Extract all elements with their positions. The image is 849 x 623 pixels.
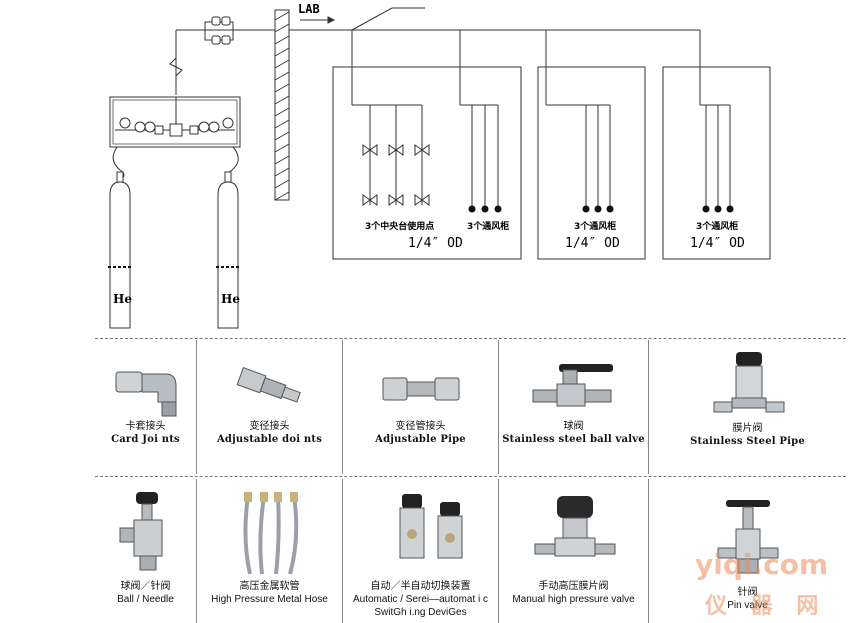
- product-card: 变径管接头 Adjustable Pipe: [343, 358, 498, 446]
- box-caption: 3个通风柜: [574, 220, 616, 232]
- product-name-en: Pin valve: [727, 600, 768, 611]
- grid-divider: [95, 476, 846, 477]
- product-name-cn: 自动／半自动切换装置: [370, 581, 471, 592]
- product-name-en: Ball / Needle: [117, 594, 174, 605]
- product-name-en: High Pressure Metal Hose: [211, 594, 328, 605]
- grid-divider: [648, 340, 649, 474]
- watermark-logo: yiqi.com: [695, 548, 829, 581]
- product-name-cn: 手动高压膜片阀: [538, 581, 609, 592]
- product-name-cn: 针阀: [737, 587, 758, 598]
- product-card: 变径接头 Adjustable doi nts: [197, 358, 342, 446]
- product-grid: 卡套接头 Card Joi nts 变径接头 Adjustable doi nt…: [95, 338, 846, 623]
- cylinder-valve-icon: [119, 492, 162, 571]
- product-card: 针阀 Pin valve: [649, 488, 846, 612]
- manifold-panel: [109, 96, 241, 148]
- watermark-sub: 仪 器 网: [705, 594, 827, 619]
- union-fitting-icon: [382, 377, 459, 401]
- lab-room-box-3: 3个通风柜 1/4″ OD: [662, 66, 771, 260]
- product-name-cn: 变径接头: [249, 421, 290, 432]
- box-caption: 3个通风柜: [696, 220, 738, 232]
- pipe-size-label: 1/4″ OD: [690, 236, 745, 251]
- lab-label: LAB: [298, 2, 320, 16]
- product-name-en: Card Joi nts: [111, 434, 180, 445]
- product-card: 球阀 Stainless steel ball valve: [499, 358, 648, 446]
- lab-room-box-2: 3个通风柜 1/4″ OD: [537, 66, 646, 260]
- product-name-cn: 膜片阀: [732, 423, 763, 434]
- valve-icon: [362, 144, 430, 206]
- product-card: 手动高压膜片阀 Manual high pressure valve: [499, 488, 648, 606]
- product-name-en: Adjustable Pipe: [375, 434, 466, 445]
- pipe-size-label: 1/4″ OD: [408, 236, 463, 251]
- ball-valve-icon: [532, 364, 613, 407]
- product-name-en: Adjustable doi nts: [216, 434, 323, 445]
- product-name-cn: 高压金属软管: [239, 581, 300, 592]
- product-name-en: Automatic / Serei—automat i c: [352, 594, 489, 605]
- product-name-cn: 卡套接头: [125, 421, 166, 432]
- grid-divider: [342, 340, 343, 474]
- switchover-device-icon: [399, 494, 462, 559]
- product-name-en: Manual high pressure valve: [512, 594, 635, 605]
- elbow-fitting-icon: [115, 371, 176, 417]
- gas-supply-diagram: LAB He He: [108, 2, 771, 329]
- product-card: 膜片阀 Stainless Steel Pipe: [649, 350, 846, 448]
- product-card: 球阀／针阀 Ball / Needle: [95, 488, 196, 606]
- lab-wall: [274, 9, 290, 201]
- gas-cylinder-right: He: [216, 171, 240, 329]
- cylinder-label: He: [221, 292, 240, 306]
- reducer-joint-icon: [236, 367, 301, 403]
- grid-divider: [498, 340, 499, 474]
- supply-lines: [175, 7, 701, 105]
- product-card: 自动／半自动切换装置 Automatic / Serei—automat i c…: [343, 488, 498, 619]
- check-valve-icon: [169, 57, 183, 77]
- box-caption: 3个中央台使用点: [365, 220, 434, 232]
- needle-valve-icon: [717, 500, 778, 574]
- product-card: 卡套接头 Card Joi nts: [95, 358, 196, 446]
- diaphragm-valve-icon: [713, 352, 784, 413]
- grid-divider: [196, 340, 197, 474]
- grid-divider: [498, 479, 499, 623]
- product-name-cn: 变径管接头: [395, 421, 446, 432]
- cylinder-label: He: [113, 292, 132, 306]
- product-name-cn: 球阀: [563, 421, 584, 432]
- grid-divider: [648, 479, 649, 623]
- grid-divider: [342, 479, 343, 623]
- arrow-right-icon: [300, 16, 336, 24]
- pipe-size-label: 1/4″ OD: [565, 236, 620, 251]
- product-name-cn: 球阀／针阀: [120, 581, 171, 592]
- lab-room-box-1: 3个中央台使用点 3个通风柜 1/4″ OD: [332, 66, 522, 260]
- product-name-en: SwitGh i.ng DeviGes: [374, 607, 467, 618]
- grid-divider: [95, 338, 846, 339]
- bypass-valve-icon: [211, 16, 231, 45]
- product-name-en: Stainless steel ball valve: [502, 434, 645, 445]
- product-card: 高压金属软管 High Pressure Metal Hose: [197, 488, 342, 606]
- metal-hose-icon: [242, 492, 298, 575]
- manual-valve-icon: [534, 496, 615, 557]
- product-name-en: Stainless Steel Pipe: [690, 436, 805, 447]
- grid-divider: [196, 479, 197, 623]
- box-caption: 3个通风柜: [467, 220, 509, 232]
- gas-cylinder-left: He: [108, 171, 132, 329]
